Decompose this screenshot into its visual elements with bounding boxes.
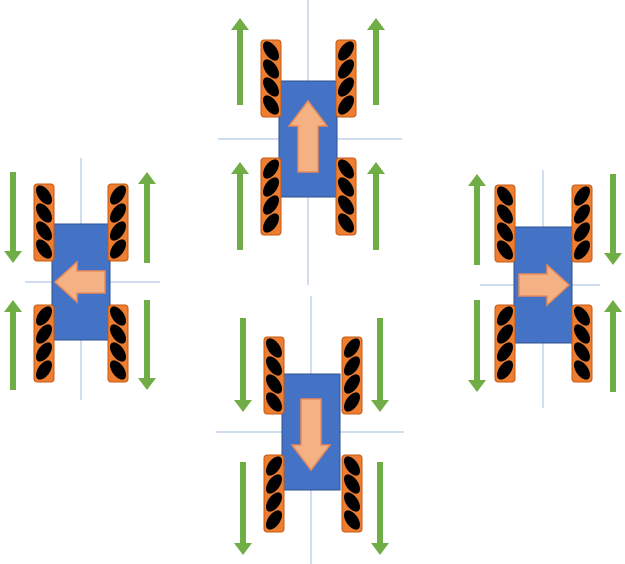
wheel-front-right-roller (344, 392, 360, 412)
wheel-front-left-roller (263, 77, 279, 97)
wheel-front-left-roller (266, 356, 282, 376)
wheel-rear-left-roller (266, 492, 282, 512)
wheel-rear-right-roller (338, 177, 354, 197)
wheel-rear-left-roller (263, 177, 279, 197)
wheel-front-left-roller (497, 186, 513, 206)
wheel-front-right-roller (338, 95, 354, 115)
wheel-rear-left-roller (497, 360, 513, 380)
wheel-front-left-roller (497, 204, 513, 224)
wheel-front-right-roller (574, 222, 590, 242)
wheel-rear-left-roller (266, 456, 282, 476)
wheel-front-left-roller (36, 221, 52, 241)
wheel-arrow-front-right-head (604, 253, 622, 265)
wheel-rear-right-roller (110, 324, 126, 344)
wheel-rear-right-roller (344, 492, 360, 512)
wheel-rear-left-roller (497, 306, 513, 326)
motion-arrow-forward (287, 99, 329, 173)
wheel-arrow-rear-right-head (371, 543, 389, 555)
robot-forward (218, 0, 402, 285)
wheel-rear-left-roller (36, 342, 52, 362)
wheel-front-left-roller (36, 203, 52, 223)
wheel-front-left-roller (497, 240, 513, 260)
wheel-arrow-front-left-head (468, 174, 486, 186)
motion-arrow-right (518, 263, 571, 307)
wheel-rear-left-roller (497, 324, 513, 344)
wheel-rear-left-roller (497, 342, 513, 362)
wheel-rear-right-roller (110, 342, 126, 362)
robot-backward (216, 296, 404, 564)
wheel-rear-right-roller (574, 342, 590, 362)
wheel-rear-left-roller (36, 324, 52, 344)
wheel-front-right-roller (344, 338, 360, 358)
wheel-front-right-roller (110, 185, 126, 205)
wheel-front-left-roller (263, 59, 279, 79)
wheel-front-left-roller (36, 185, 52, 205)
wheel-arrow-rear-left-head (4, 300, 22, 312)
wheel-rear-left-roller (263, 159, 279, 179)
wheel-arrow-rear-right-head (138, 378, 156, 390)
wheel-rear-right-roller (110, 360, 126, 380)
wheel-arrow-rear-right-head (604, 300, 622, 312)
wheel-rear-right-roller (338, 159, 354, 179)
wheel-arrow-front-right-head (367, 18, 385, 30)
wheel-arrow-front-left-head (234, 400, 252, 412)
wheel-rear-right-roller (110, 306, 126, 326)
wheel-front-left-roller (266, 338, 282, 358)
wheel-front-right-roller (574, 186, 590, 206)
wheel-front-right-roller (344, 374, 360, 394)
wheel-front-left-roller (266, 392, 282, 412)
wheel-rear-left-roller (263, 195, 279, 215)
wheel-rear-right-roller (574, 306, 590, 326)
wheel-front-right-roller (338, 59, 354, 79)
wheel-front-right-roller (574, 240, 590, 260)
wheel-front-left-roller (266, 374, 282, 394)
wheel-front-right-roller (338, 77, 354, 97)
wheel-rear-right-roller (574, 324, 590, 344)
wheel-front-right-roller (574, 204, 590, 224)
wheel-front-right-roller (110, 221, 126, 241)
wheel-rear-left-roller (263, 213, 279, 233)
wheel-rear-left-roller (36, 306, 52, 326)
wheel-rear-right-roller (338, 195, 354, 215)
wheel-arrow-front-left-head (4, 251, 22, 263)
motion-arrow-backward (290, 398, 332, 472)
wheel-front-left-roller (497, 222, 513, 242)
wheel-front-right-roller (344, 356, 360, 376)
wheel-arrow-front-right-head (138, 172, 156, 184)
wheel-arrow-rear-left-head (231, 162, 249, 174)
wheel-front-left-roller (263, 41, 279, 61)
wheel-arrow-rear-left-head (468, 380, 486, 392)
wheel-rear-right-roller (574, 360, 590, 380)
wheel-front-right-roller (338, 41, 354, 61)
wheel-rear-right-roller (338, 213, 354, 233)
wheel-front-right-roller (110, 239, 126, 259)
wheel-arrow-front-left-head (231, 18, 249, 30)
wheel-rear-right-roller (344, 474, 360, 494)
wheel-arrow-front-right-head (371, 400, 389, 412)
wheel-front-left-roller (36, 239, 52, 259)
wheel-front-left-roller (263, 95, 279, 115)
wheel-rear-right-roller (344, 510, 360, 530)
wheel-rear-left-roller (266, 474, 282, 494)
motion-arrow-left (53, 260, 106, 304)
wheel-rear-left-roller (266, 510, 282, 530)
wheel-arrow-rear-left-head (234, 543, 252, 555)
wheel-front-right-roller (110, 203, 126, 223)
robot-right (468, 170, 622, 408)
wheel-rear-right-roller (344, 456, 360, 476)
wheel-arrow-rear-right-head (367, 162, 385, 174)
robot-left (4, 158, 160, 400)
wheel-rear-left-roller (36, 360, 52, 380)
